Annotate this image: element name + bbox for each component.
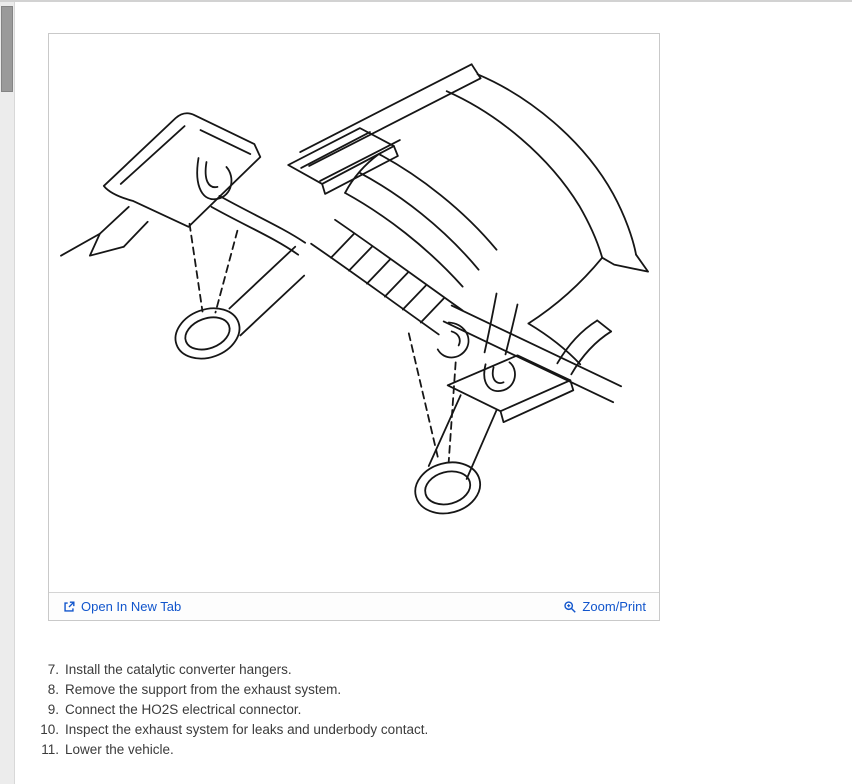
scrollbar-thumb[interactable] <box>1 6 13 92</box>
open-in-new-tab-link[interactable]: Open In New Tab <box>62 599 181 614</box>
figure-panel: Open In New Tab Zoom/Print <box>48 33 660 621</box>
step-number: 7. <box>47 662 59 677</box>
open-in-new-icon <box>62 600 76 614</box>
step-item: 10. Inspect the exhaust system for leaks… <box>18 720 428 740</box>
step-number: 10. <box>40 722 59 737</box>
exhaust-diagram[interactable] <box>49 34 659 592</box>
step-text: Lower the vehicle. <box>65 742 174 757</box>
step-number: 9. <box>47 702 59 717</box>
step-text: Inspect the exhaust system for leaks and… <box>65 722 429 737</box>
magnifier-zoom-icon <box>563 600 577 614</box>
step-item: 8. Remove the support from the exhaust s… <box>18 680 428 700</box>
step-text: Remove the support from the exhaust syst… <box>65 682 342 697</box>
zoom-print-link[interactable]: Zoom/Print <box>563 599 646 614</box>
zoom-print-label: Zoom/Print <box>582 599 646 614</box>
figure-toolbar: Open In New Tab Zoom/Print <box>49 592 659 620</box>
step-text: Install the catalytic converter hangers. <box>65 662 292 677</box>
open-in-new-tab-label: Open In New Tab <box>81 599 182 614</box>
step-number: 11. <box>41 742 59 757</box>
exhaust-hanger-diagram-svg <box>60 63 649 515</box>
step-text: Connect the HO2S electrical connector. <box>65 702 302 717</box>
vertical-scrollbar[interactable] <box>0 2 15 784</box>
step-item: 11. Lower the vehicle. <box>18 740 428 760</box>
procedure-steps: 7. Install the catalytic converter hange… <box>18 660 428 760</box>
step-item: 9. Connect the HO2S electrical connector… <box>18 700 428 720</box>
page-top-border <box>0 0 852 2</box>
step-number: 8. <box>47 682 59 697</box>
step-item: 7. Install the catalytic converter hange… <box>18 660 428 680</box>
